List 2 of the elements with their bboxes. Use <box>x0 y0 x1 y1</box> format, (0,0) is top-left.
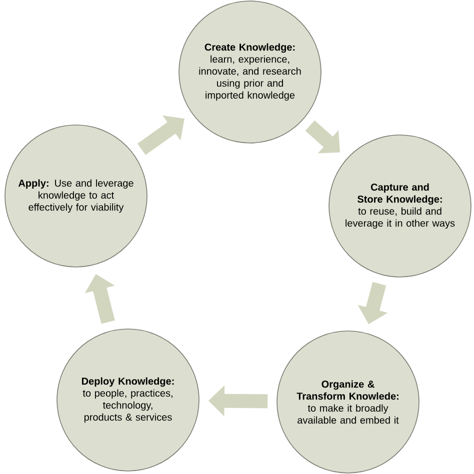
block-arrow <box>305 120 340 154</box>
block-arrow <box>137 115 184 156</box>
